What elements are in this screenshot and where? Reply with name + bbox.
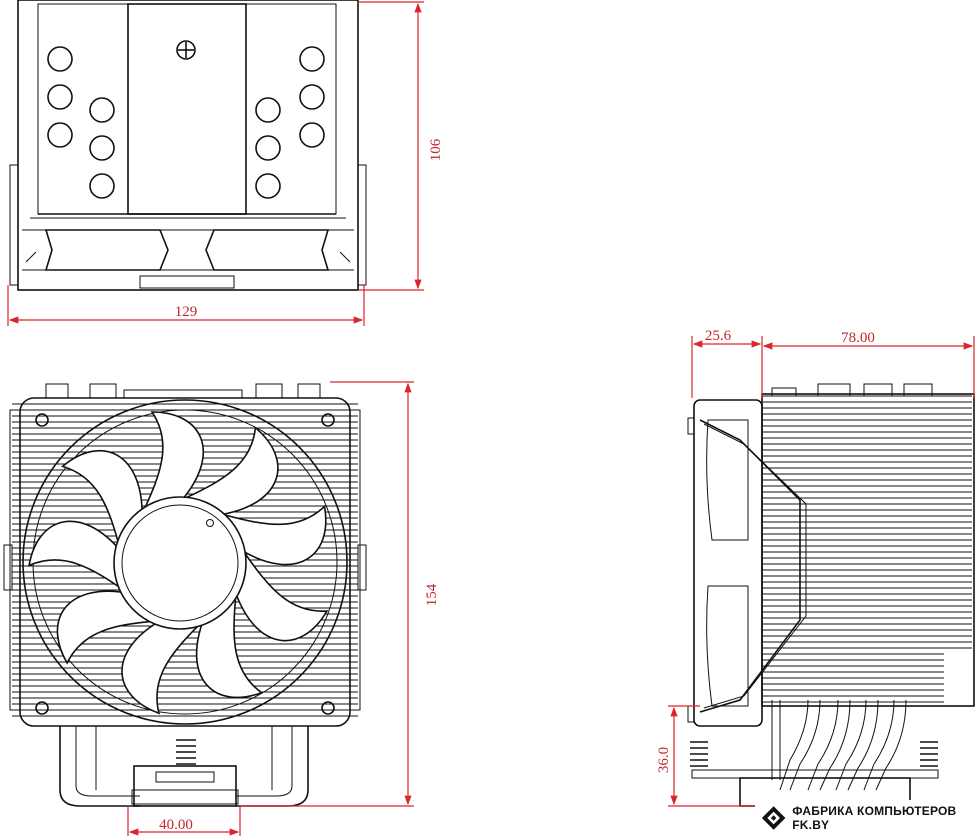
watermark: ФАБРИКА КОМПЬЮТЕРОВ FK.BY	[755, 800, 977, 836]
heatpipes-right	[255, 46, 325, 199]
spring-icon	[176, 739, 196, 765]
front-view	[3, 383, 367, 807]
fan-blade	[121, 619, 206, 715]
side-view	[687, 383, 975, 807]
side-base-height-dimension: 36.0	[656, 705, 760, 807]
heatpipes-left	[47, 46, 115, 199]
fan-blade	[28, 520, 129, 595]
side-heatpipes	[771, 699, 907, 791]
side-base-height-label: 36.0	[656, 747, 672, 773]
top-width-dimension: 129	[7, 285, 365, 326]
top-height-label: 106	[428, 138, 444, 161]
front-height-label: 154	[424, 583, 440, 606]
top-height-dimension: 106	[358, 1, 444, 291]
front-base-dimension: 40.00	[127, 806, 241, 836]
fan-blade	[234, 549, 329, 642]
top-view	[9, 0, 367, 291]
fan-blade	[140, 411, 205, 516]
side-fan-depth-label: 25.6	[705, 328, 732, 344]
side-fin-depth-dimension: 78.00	[762, 330, 975, 398]
watermark-text: ФАБРИКА КОМПЬЮТЕРОВ FK.BY	[792, 804, 957, 832]
fan-blade	[220, 504, 327, 566]
diamond-logo-icon	[761, 806, 786, 830]
front-base-label: 40.00	[159, 817, 193, 833]
front-height-dimension: 154	[240, 381, 440, 807]
top-width-label: 129	[175, 304, 198, 320]
side-fan-depth-dimension: 25.6	[691, 328, 763, 398]
fan-blade	[180, 426, 279, 516]
side-fin-depth-label: 78.00	[841, 330, 875, 346]
fan-blade	[60, 449, 143, 554]
side-fins	[761, 393, 975, 707]
screw-icon	[176, 40, 196, 60]
fin-stack-outline	[761, 393, 975, 707]
